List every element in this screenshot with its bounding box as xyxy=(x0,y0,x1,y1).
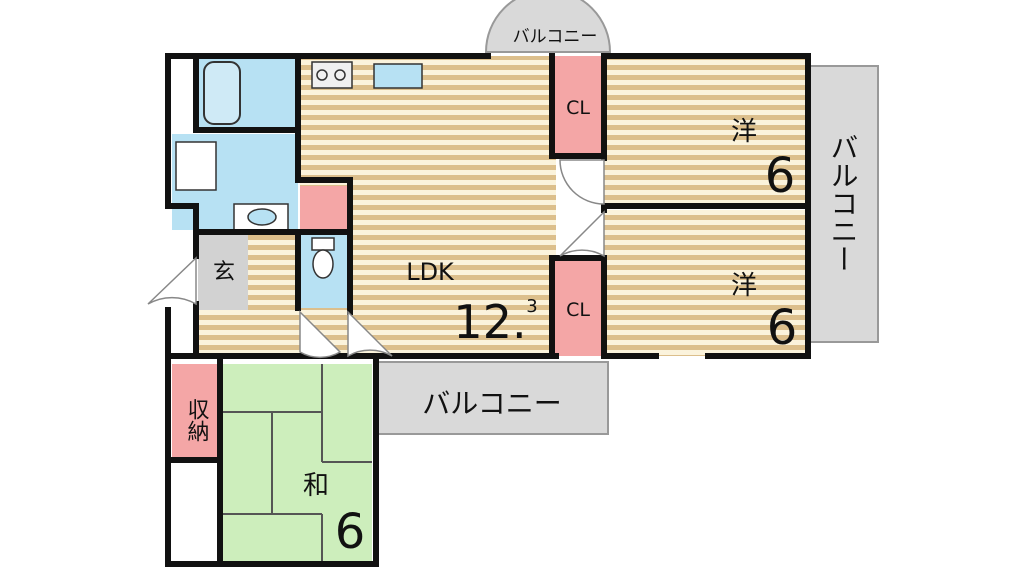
closet-2 xyxy=(554,260,602,356)
western2-floor xyxy=(604,210,806,356)
western2-label: 洋 xyxy=(731,271,757,301)
washing-machine-icon xyxy=(175,141,217,191)
sink-icon xyxy=(373,63,423,89)
balcony-right: バルコニー xyxy=(807,65,879,343)
western1-floor xyxy=(604,56,806,206)
balcony-top-label: バルコニー xyxy=(513,27,598,47)
storage-closet xyxy=(172,364,220,460)
closet-small xyxy=(300,186,348,232)
ldk-size: 12. xyxy=(453,295,526,349)
burner-icon xyxy=(316,69,328,81)
western2-size: 6 xyxy=(767,300,798,356)
bathtub-icon xyxy=(203,61,241,125)
closet-1 xyxy=(554,56,602,156)
closet2-label: CL xyxy=(566,299,590,321)
toilet-tank-icon xyxy=(311,237,335,251)
western1-size: 6 xyxy=(765,148,796,204)
storage-lower xyxy=(172,462,220,564)
tatami-lines xyxy=(222,364,372,564)
walls xyxy=(165,53,811,567)
stove-icon xyxy=(311,61,353,89)
balcony-bottom: バルコニー xyxy=(375,361,609,435)
closet1-label: CL xyxy=(566,97,590,119)
ldk-size-decimal: 3 xyxy=(526,296,537,317)
storage-label: 収納 xyxy=(184,398,210,442)
burner-icon xyxy=(334,69,346,81)
ldk-label: LDK xyxy=(406,258,455,286)
balcony-bottom-label: バルコニー xyxy=(422,387,561,420)
western1-label: 洋 xyxy=(731,117,757,147)
balcony-top: バルコニー xyxy=(484,0,612,53)
japanese-label: 和 xyxy=(303,471,329,501)
basin-bowl-icon xyxy=(247,208,277,226)
tatami-floor xyxy=(222,364,372,564)
japanese-size: 6 xyxy=(335,504,366,560)
balcony-right-label: バルコニー xyxy=(827,133,860,273)
entrance-label: 玄 xyxy=(213,260,235,285)
toilet-icon xyxy=(312,249,334,279)
door-swings xyxy=(147,159,605,359)
entrance-floor xyxy=(198,234,248,310)
